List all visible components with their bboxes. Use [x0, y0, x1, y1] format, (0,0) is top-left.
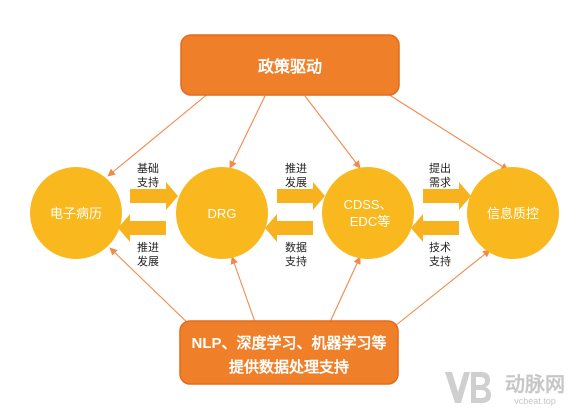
label-emr-drg-top-1: 基础	[137, 162, 159, 175]
policy-box-label: 政策驱动	[258, 57, 322, 76]
label-cdss-info-bottom-1: 技术	[429, 241, 451, 254]
policy-box: 政策驱动	[180, 34, 400, 96]
node-emr: 电子病历	[30, 167, 122, 259]
arrow-cdss-to-info	[423, 182, 471, 210]
line-policy-to-emr	[107, 87, 216, 177]
node-info: 信息质控	[467, 167, 559, 259]
node-drg-label: DRG	[208, 206, 237, 221]
watermark-site: vcbeat.top	[514, 396, 556, 406]
arrow-drg-to-cdss	[277, 182, 325, 210]
node-drg: DRG	[176, 167, 268, 259]
line-tech-to-info	[389, 249, 491, 331]
node-cdss: CDSS、 EDC等	[322, 167, 414, 259]
technology-box: NLP、深度学习、机器学习等 提供数据处理支持	[179, 320, 399, 385]
label-drg-cdss-bottom-2: 支持	[285, 254, 307, 268]
line-tech-to-emr	[109, 247, 196, 331]
watermark: 动脉网 vcbeat.top	[445, 372, 565, 406]
line-tech-to-cdss	[329, 256, 361, 323]
technology-box-line2: 提供数据处理支持	[229, 358, 349, 376]
label-emr-drg-bottom-1: 推进	[137, 240, 159, 254]
label-cdss-info-top-1: 提出	[429, 161, 451, 175]
watermark-logo-icon	[445, 372, 491, 403]
label-drg-cdss-bottom-1: 数据	[285, 240, 307, 254]
arrow-drg-to-emr	[118, 214, 166, 242]
label-emr-drg-bottom-2: 发展	[137, 254, 159, 268]
technology-box-line1: NLP、深度学习、机器学习等	[191, 334, 386, 352]
line-tech-to-drg	[230, 256, 256, 323]
label-drg-cdss-top-1: 推进	[285, 161, 307, 175]
connector-lines	[107, 83, 509, 331]
arrow-cdss-to-drg	[265, 214, 313, 242]
node-cdss-line1: CDSS、	[343, 197, 392, 212]
line-policy-to-drg	[229, 95, 266, 169]
label-cdss-info-bottom-2: 支持	[429, 254, 451, 268]
line-policy-to-info	[371, 83, 509, 171]
node-info-label: 信息质控	[487, 206, 539, 221]
label-drg-cdss-top-2: 发展	[285, 175, 307, 189]
label-emr-drg-top-2: 支持	[137, 175, 159, 189]
node-emr-label: 电子病历	[50, 206, 102, 221]
line-policy-to-cdss	[304, 95, 361, 169]
watermark-brand: 动脉网	[505, 372, 565, 396]
arrow-emr-to-drg	[130, 182, 178, 210]
label-cdss-info-top-2: 需求	[429, 176, 451, 189]
node-cdss-line2: EDC等	[350, 214, 390, 229]
arrow-info-to-cdss	[411, 214, 459, 242]
